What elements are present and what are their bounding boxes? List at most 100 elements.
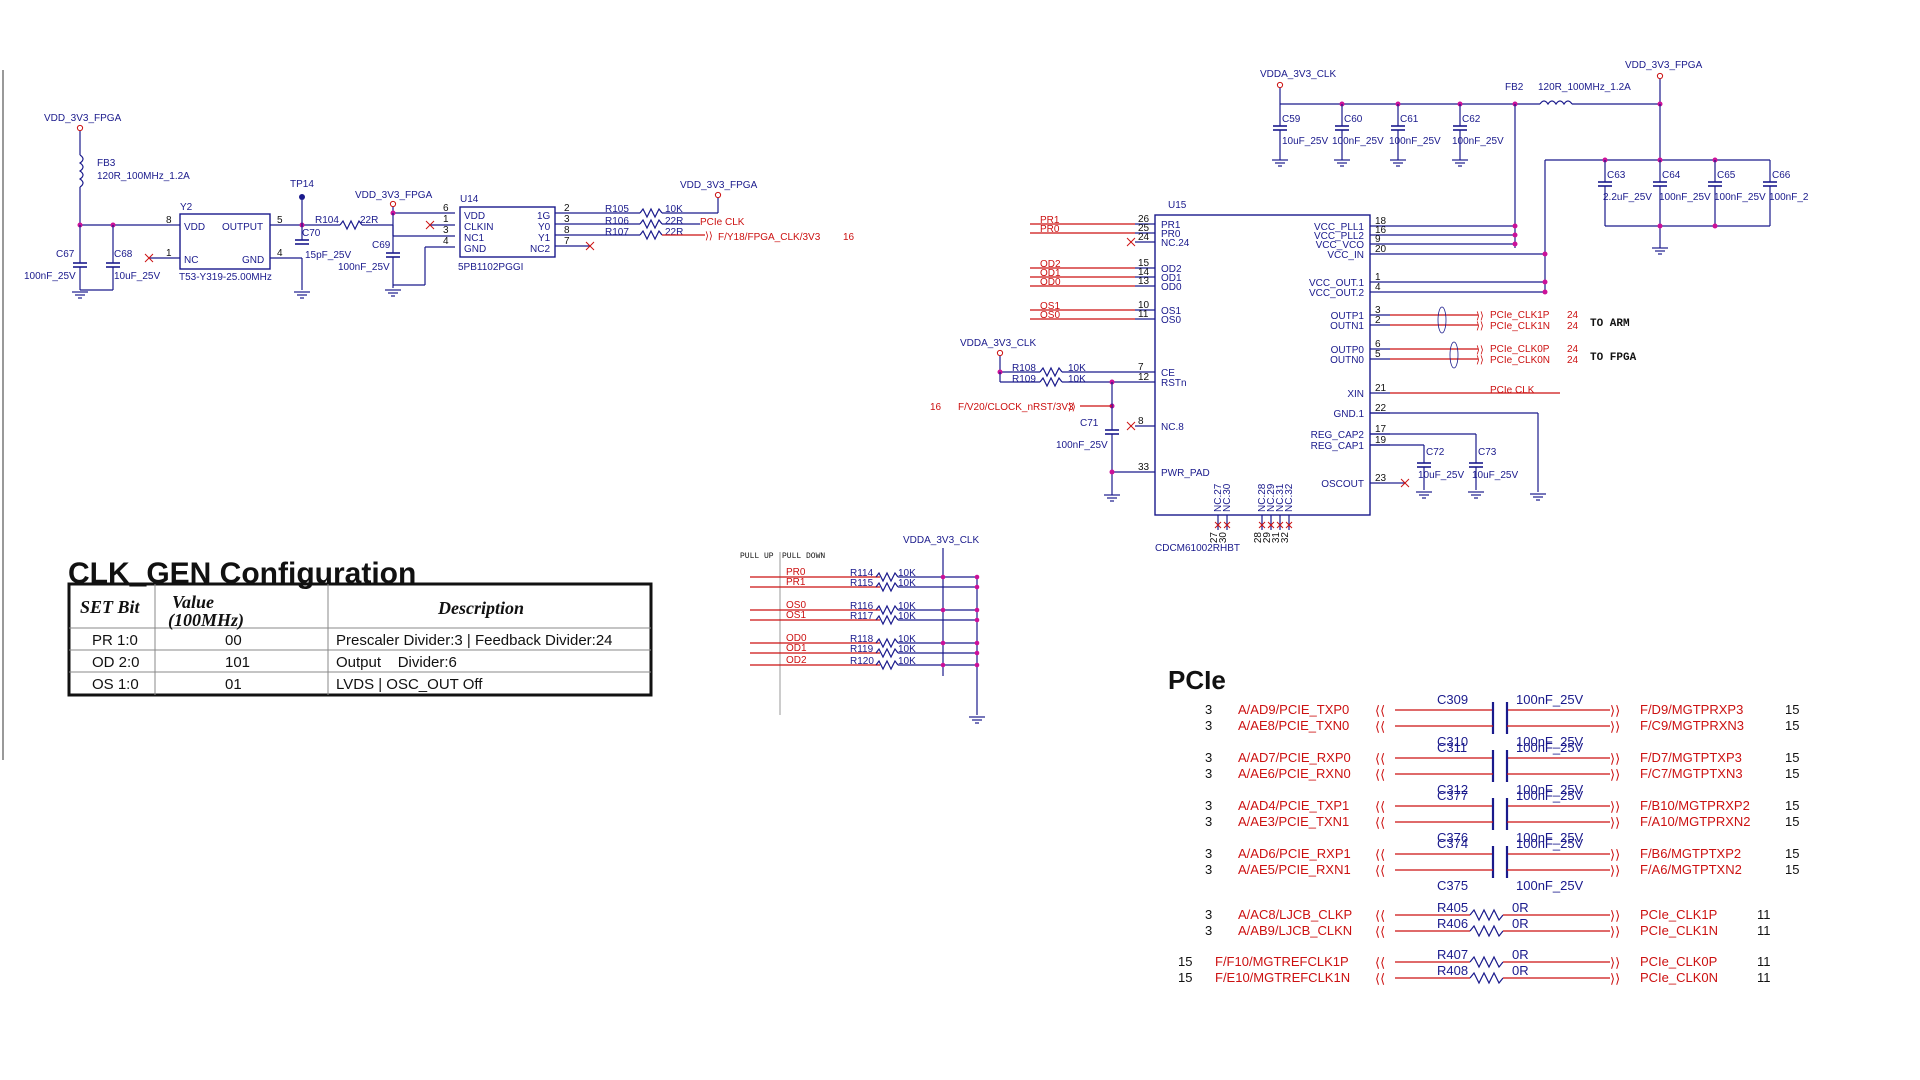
- net-label: F/B10/MGTPRXP2: [1640, 798, 1750, 813]
- u15-bottom-pins: NC.2727NC.3030NC.2828NC.2929NC.3131NC.32…: [1209, 483, 1295, 543]
- c71-value: 100nF_25V: [1056, 440, 1108, 451]
- power-label: VDDA_3V3_CLK: [960, 338, 1036, 349]
- off-page-arrow: ⟨⟨: [1375, 815, 1385, 830]
- off-page-arrow: ⟩⟩: [1610, 955, 1620, 970]
- net-label: F/A10/MGTPRXN2: [1640, 814, 1751, 829]
- pin-number: 6: [1375, 339, 1381, 350]
- table-cell: Output Divider:6: [336, 654, 457, 671]
- resistor: [875, 604, 899, 616]
- net-label: PCIe_CLK1P: [1640, 907, 1717, 922]
- resistor-value: 10K: [898, 656, 916, 667]
- pin-name: VCC_OUT.1: [1309, 278, 1364, 289]
- off-page-arrow: ⟩⟩: [1476, 345, 1484, 356]
- r108-value: 10K: [1068, 363, 1086, 374]
- pin-name: OUTN0: [1330, 355, 1364, 366]
- cap-ref: C62: [1462, 114, 1481, 125]
- resistor: [1469, 971, 1504, 985]
- u14-pin-gnd: GND: [464, 244, 486, 255]
- cap-ref: C60: [1344, 114, 1363, 125]
- oscillator-section: VDD_3V3_FPGA FB3 120R_100MHz_1.2A C67 10…: [24, 113, 855, 299]
- capacitor-value: 100nF_25V: [1516, 788, 1584, 803]
- c70-ref: C70: [302, 228, 321, 239]
- net-label: OD1: [1040, 268, 1061, 279]
- net-label: PCIe_CLK1N: [1490, 321, 1550, 332]
- u14-pin-nc1: NC1: [464, 233, 484, 244]
- u14-pin-3r: 3: [564, 214, 570, 225]
- pin-number: 10: [1138, 300, 1150, 311]
- capacitor-ref: C374: [1437, 836, 1468, 851]
- u14-ref: U14: [460, 194, 479, 205]
- r105-value: 10K: [665, 204, 683, 215]
- capacitor-ref: C311: [1437, 740, 1467, 755]
- pin-number: 9: [1375, 234, 1381, 245]
- off-page-arrow: ⟨⟨: [1375, 908, 1385, 923]
- capacitor-value: 100nF_25V: [1516, 734, 1584, 749]
- clock-generator-section: VDDA_3V3_CLK FB2 120R_100MHz_1.2A VDD_3V…: [930, 60, 1809, 554]
- page-ref: 15: [1785, 798, 1799, 813]
- capacitor-ref: C376: [1437, 830, 1468, 845]
- r106-ref: R106: [605, 216, 629, 227]
- cap-ref: C65: [1717, 170, 1736, 181]
- u15-ref: U15: [1168, 200, 1187, 211]
- pin-number: 29: [1262, 532, 1273, 544]
- cap-ref: C63: [1607, 170, 1626, 181]
- net-label-pcie-clk: PCIe CLK: [700, 217, 745, 228]
- y2-pin-nc: NC: [184, 255, 198, 266]
- c67-value: 100nF_25V: [24, 271, 76, 282]
- pin-number: 23: [1375, 473, 1387, 484]
- pin-name: NC.31: [1275, 483, 1286, 512]
- y2-pin-output: OUTPUT: [222, 222, 263, 233]
- cap-ref: C64: [1662, 170, 1681, 181]
- page-ref: 15: [1785, 702, 1799, 717]
- pin-number: 8: [1138, 416, 1144, 427]
- net-label: A/AD4/PCIE_TXP1: [1238, 798, 1349, 813]
- resistor: [875, 571, 899, 583]
- fb2-value: 120R_100MHz_1.2A: [1538, 82, 1631, 93]
- net-label: A/AD6/PCIE_RXP1: [1238, 846, 1351, 861]
- pin-name: NC.8: [1161, 422, 1184, 433]
- page-ref: 16: [843, 232, 855, 243]
- net-label: A/AD7/PCIE_RXP0: [1238, 750, 1351, 765]
- pin-name: PR0: [1161, 229, 1181, 240]
- resistor: [875, 637, 899, 649]
- resistor-value: 10K: [898, 578, 916, 589]
- test-point-tp14: [299, 194, 305, 200]
- resistor-r106: [639, 218, 663, 230]
- y2-pin-4: 4: [277, 248, 283, 259]
- fb3-ref: FB3: [97, 158, 116, 169]
- page-ref: 3: [1205, 814, 1212, 829]
- y2-pin-gnd: GND: [242, 255, 264, 266]
- page-ref: 15: [1785, 814, 1799, 829]
- cap-ref: C59: [1282, 114, 1301, 125]
- pin-number: 17: [1375, 424, 1387, 435]
- page-ref: 24: [1567, 310, 1579, 321]
- pin-number: 7: [1138, 362, 1144, 373]
- pin-number: 11: [1138, 309, 1149, 320]
- off-page-arrow: ⟩⟩: [1610, 863, 1620, 878]
- capacitor-value: 100nF_25V: [1516, 740, 1584, 755]
- resistor-value: 10K: [898, 601, 916, 612]
- resistor-value: 10K: [898, 644, 916, 655]
- pin-number: 12: [1138, 372, 1150, 383]
- resistor-value: 0R: [1512, 947, 1529, 962]
- cap-ref: C61: [1400, 114, 1419, 125]
- off-page-arrow: ⟩⟩: [1476, 355, 1484, 366]
- pin-number: 32: [1280, 532, 1291, 544]
- u14-pin-2: 2: [564, 203, 570, 214]
- pin-number: 20: [1375, 244, 1387, 255]
- to-arm-label: TO ARM: [1590, 318, 1630, 330]
- resistor-value: 10K: [898, 568, 916, 579]
- power-label: VDDA_3V3_CLK: [903, 535, 979, 546]
- table-cell: 01: [225, 676, 242, 693]
- pin-number: 26: [1138, 214, 1150, 225]
- net-label: PCIe_CLK0P: [1640, 954, 1717, 969]
- net-label: OS1: [1040, 301, 1060, 312]
- header-set-bit: SET Bit: [80, 597, 141, 617]
- u14-pin-8: 8: [564, 225, 570, 236]
- r107-ref: R107: [605, 227, 629, 238]
- capacitor-value: 100nF_25V: [1516, 830, 1584, 845]
- page-ref: 3: [1205, 798, 1212, 813]
- net-label: F/A6/MGTPTXN2: [1640, 862, 1742, 877]
